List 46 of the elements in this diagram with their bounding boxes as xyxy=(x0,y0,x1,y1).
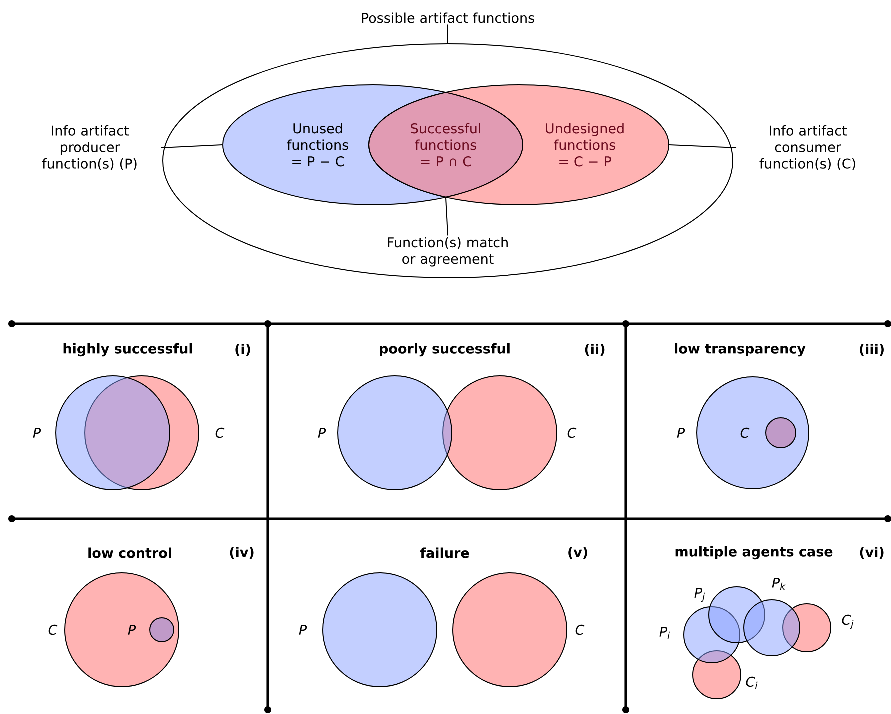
callout-text: Info artifact producer function(s) (P) xyxy=(42,125,137,171)
circle xyxy=(64,572,180,688)
circle xyxy=(684,606,740,664)
panel-title: failure xyxy=(420,548,470,558)
panel-title: low control xyxy=(88,548,172,558)
panel-number: (ii) xyxy=(585,344,605,356)
circle xyxy=(338,376,452,490)
circle xyxy=(452,572,568,688)
leader-line xyxy=(669,144,737,148)
circle-label: P$_{k}$ xyxy=(772,578,786,590)
panel-number: (vi) xyxy=(860,546,884,560)
circle-label: C xyxy=(576,624,585,636)
panel-number: (i) xyxy=(236,344,250,356)
circle xyxy=(744,600,800,656)
circle-label: P xyxy=(318,428,326,438)
panel-title: low transparency xyxy=(675,343,806,357)
circle-label: P$_{i}$ xyxy=(660,626,670,640)
circle xyxy=(766,418,796,448)
leader-line xyxy=(161,144,223,148)
circle-label: P xyxy=(299,625,308,635)
circle-label: P xyxy=(33,428,42,438)
callout-text: Info artifact consumer function(s) (C) xyxy=(760,125,856,171)
panel-number: (v) xyxy=(568,546,588,560)
circle-label: C xyxy=(48,624,58,636)
circle-label: C xyxy=(740,428,750,438)
circle-label: C xyxy=(216,428,225,438)
circle xyxy=(56,376,170,490)
circle-label: C$_{i}$ xyxy=(746,676,758,690)
panel-number: (iii) xyxy=(860,344,884,356)
ellipse xyxy=(162,44,734,278)
circle xyxy=(150,618,174,642)
circle-label: C$_{j}$ xyxy=(842,614,854,630)
intersection-region: Successful functions = P ∩ C xyxy=(368,92,524,198)
circle xyxy=(696,376,810,490)
callout-text: Possible artifact functions xyxy=(362,12,534,24)
leader-line xyxy=(446,197,448,236)
callout-text: Function(s) match or agreement xyxy=(388,237,508,267)
circle xyxy=(322,572,438,688)
panel-number: (iv) xyxy=(230,546,254,560)
panel-title: multiple agents case xyxy=(676,546,833,560)
circle-label: C xyxy=(568,428,577,438)
panel-title: poorly successful xyxy=(380,343,510,357)
circle-label: P xyxy=(128,625,136,635)
circle-label: P xyxy=(677,428,686,438)
panel-title: highly successful xyxy=(64,343,192,357)
circle-label: P$_{j}$ xyxy=(694,588,706,602)
